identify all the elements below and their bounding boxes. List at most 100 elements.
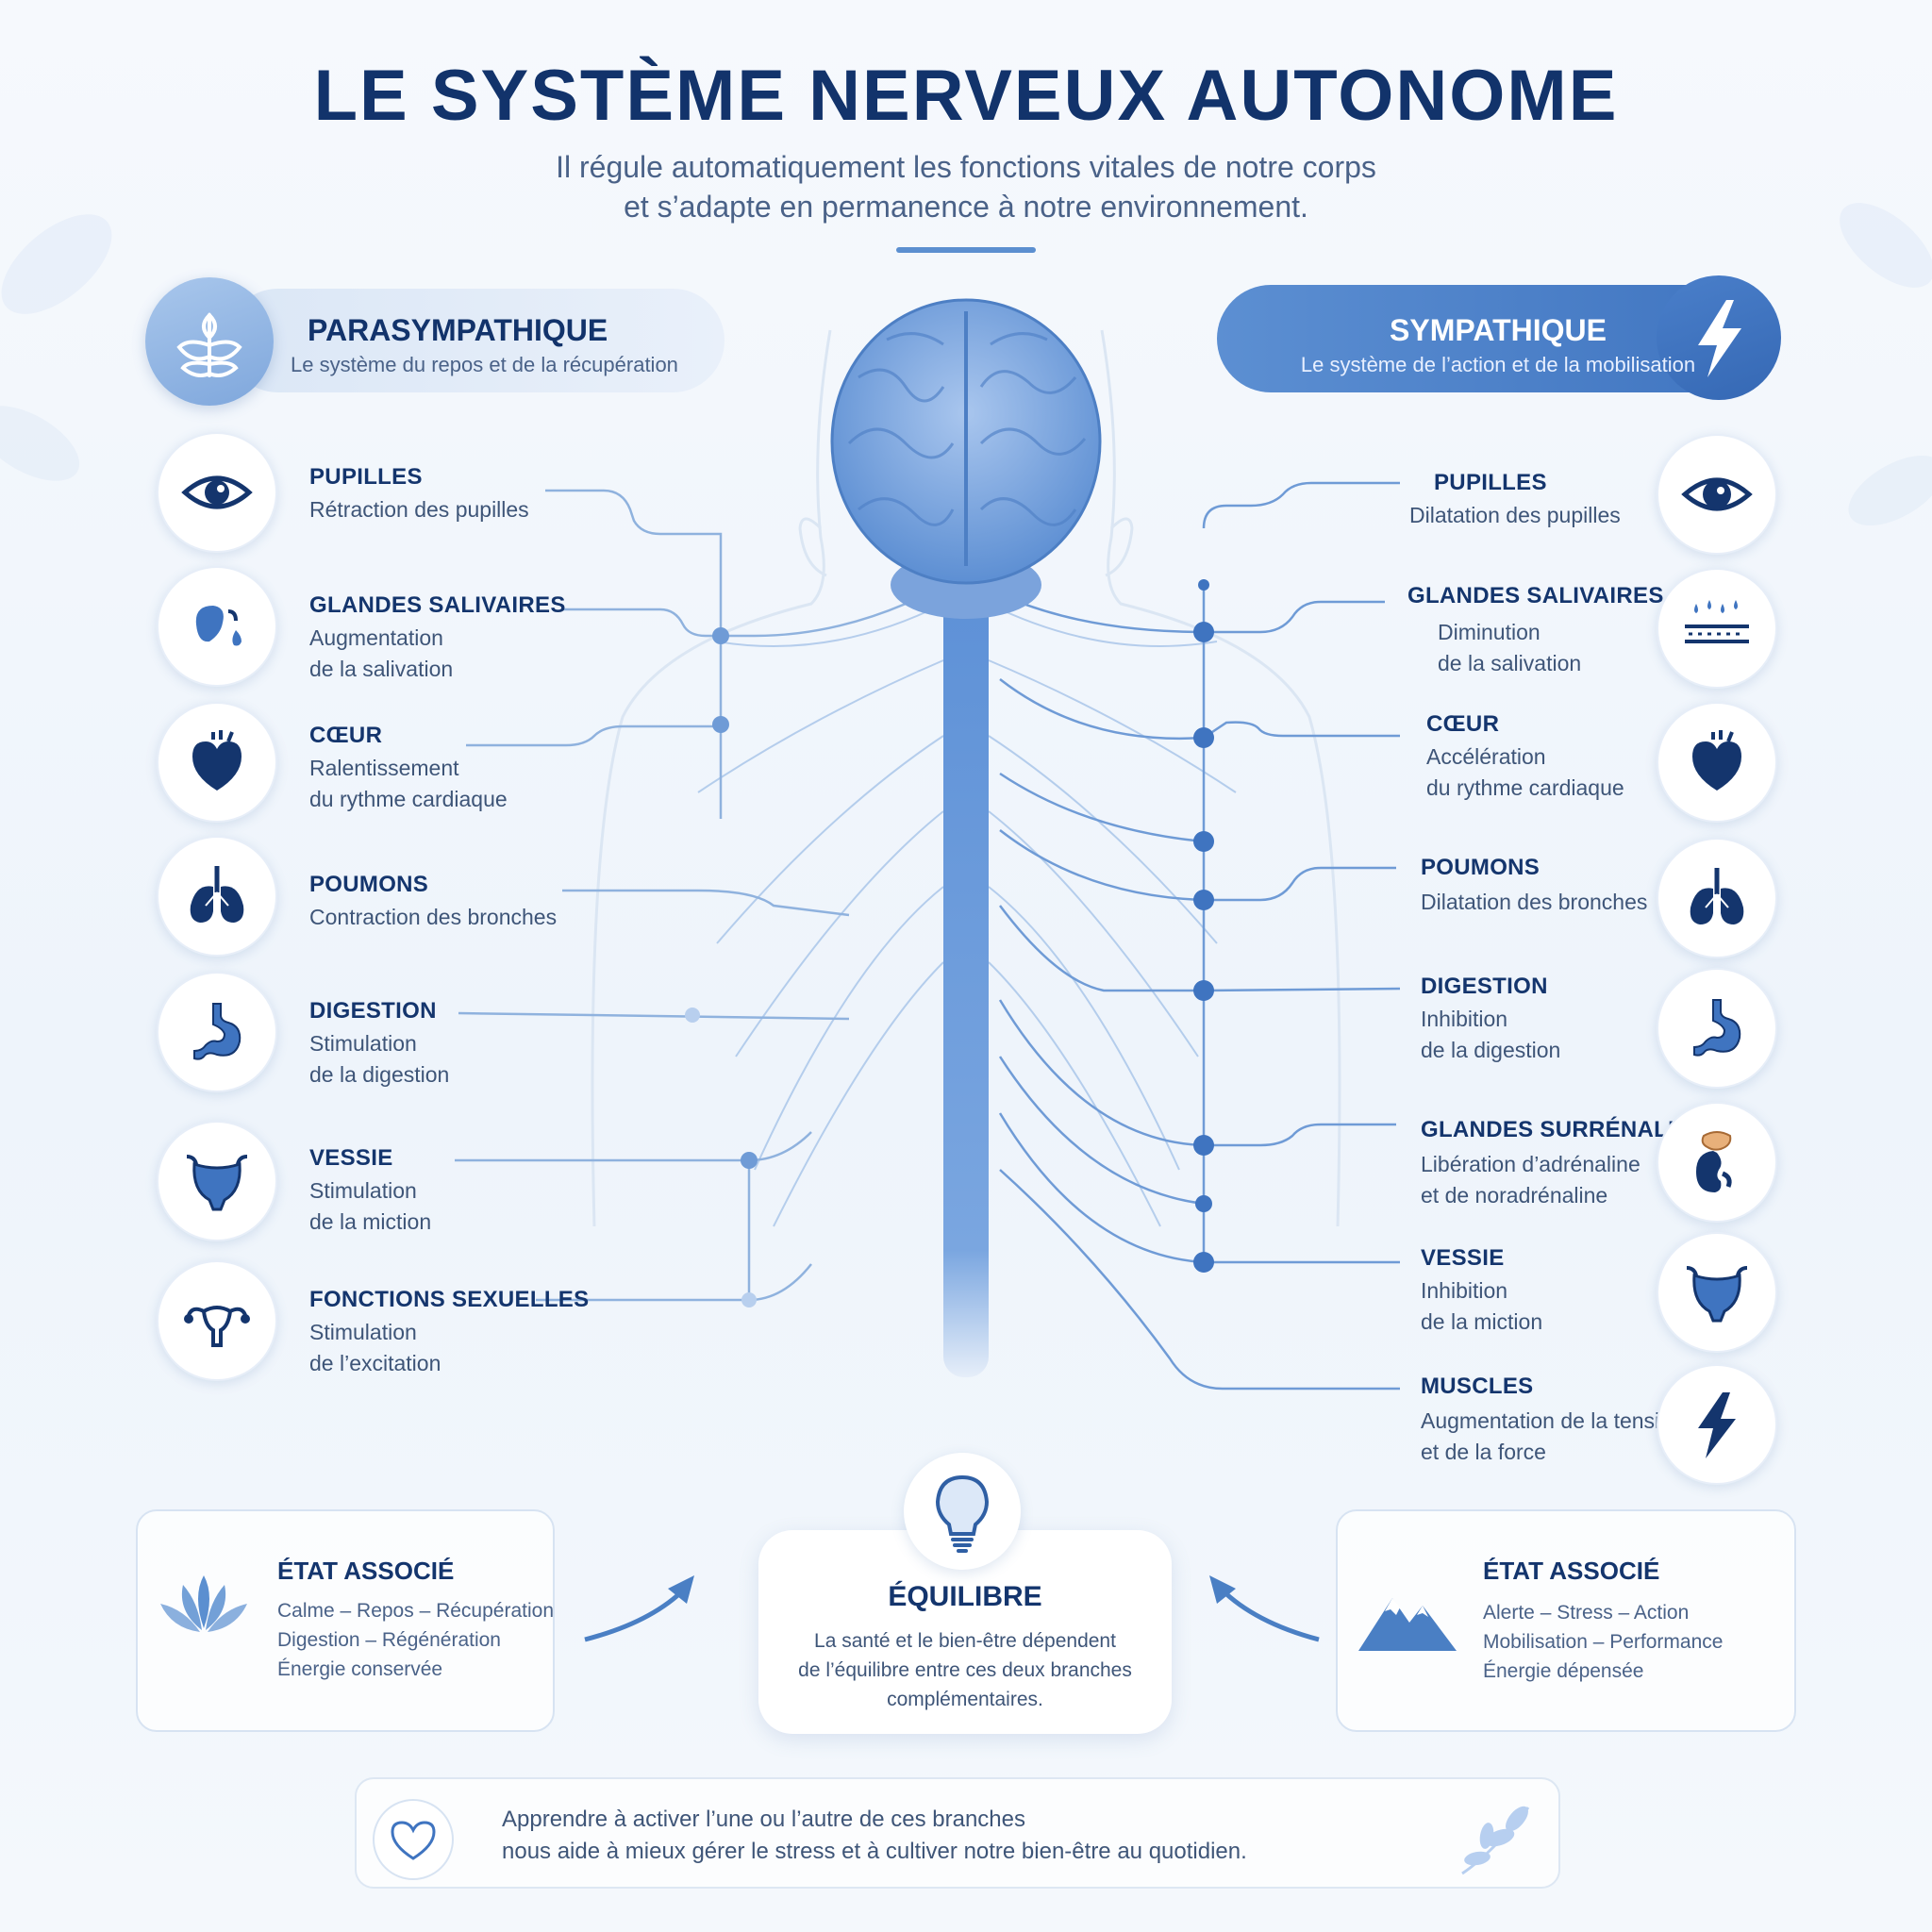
desc-line-1: Stimulation (309, 1178, 417, 1203)
desc-line-2: de la digestion (1421, 1038, 1561, 1062)
nerve-fibers (697, 603, 1237, 1227)
symp-surrenales-desc: Libération d’adrénaline et de noradrénal… (1421, 1149, 1641, 1211)
stomach-icon (157, 972, 277, 1092)
symp-muscles-title: MUSCLES (1421, 1374, 1534, 1399)
eye-icon (157, 432, 277, 553)
desc-line-1: Inhibition (1421, 1007, 1508, 1031)
footer-text: Apprendre à activer l’une ou l’autre de … (502, 1804, 1247, 1868)
para-coeur-desc: Ralentissement du rythme cardiaque (309, 753, 508, 815)
parasympathetic-description: Le système du repos et de la récupératio… (291, 353, 678, 376)
symp-vessie-desc: Inhibition de la miction (1421, 1275, 1542, 1338)
lungs-icon (157, 836, 277, 957)
para-pupilles-title: PUPILLES (309, 464, 423, 490)
text-line-2: de l’équilibre entre ces deux branches (798, 1659, 1132, 1681)
desc-line-2: et de noradrénaline (1421, 1183, 1608, 1208)
symp-digestion-desc: Inhibition de la digestion (1421, 1004, 1560, 1066)
bladder-icon (157, 1121, 277, 1241)
heart-icon (1657, 702, 1777, 823)
page-title: LE SYSTÈME NERVEUX AUTONOME (313, 56, 1619, 136)
desc-line-2: de la salivation (1438, 651, 1582, 675)
desc-line-1: Accélération (1426, 744, 1546, 769)
desc-line-1: Ralentissement (309, 756, 459, 780)
etat-symp-title: ÉTAT ASSOCIÉ (1483, 1557, 1660, 1585)
para-poumons-title: POUMONS (309, 872, 429, 897)
subtitle-line-2: et s’adapte en permanence à notre enviro… (624, 190, 1308, 224)
sympathetic-description: Le système de l’action et de la mobilisa… (1300, 353, 1696, 376)
desc-line-2: de la digestion (309, 1062, 450, 1087)
symp-poumons-title: POUMONS (1421, 855, 1541, 880)
desc-line-1: Stimulation (309, 1320, 417, 1344)
title-underline (896, 247, 1036, 253)
bladder-icon (1657, 1232, 1777, 1353)
para-fonctions-desc: Stimulation de l’excitation (309, 1317, 441, 1379)
text-line-3: complémentaires. (887, 1689, 1043, 1710)
spinal-cord (943, 528, 989, 1377)
etat-symp-text: Alerte – Stress – Action Mobilisation – … (1483, 1598, 1723, 1686)
text-line-2: Mobilisation – Performance (1483, 1631, 1724, 1653)
parasympathetic-nodes (685, 627, 758, 1307)
text-line-2: Digestion – Régénération (277, 1629, 501, 1651)
desc-line-1: Diminution (1438, 620, 1541, 644)
reproductive-icon (157, 1260, 277, 1381)
desc-line-1: Libération d’adrénaline (1421, 1152, 1641, 1176)
desc-line-2: de la salivation (309, 657, 454, 681)
desc-line-2: du rythme cardiaque (1426, 775, 1624, 800)
text-line-1: La santé et le bien-être dépendent (814, 1630, 1116, 1652)
adrenal-gland-icon (1657, 1102, 1777, 1223)
sympathetic-nodes (1193, 579, 1214, 1273)
arrow-right (1219, 1587, 1320, 1642)
brain (830, 298, 1102, 619)
para-digestion-desc: Stimulation de la digestion (309, 1028, 449, 1091)
symp-vessie-title: VESSIE (1421, 1245, 1505, 1271)
page-subtitle: Il régule automatiquement les fonctions … (353, 147, 1579, 226)
text-line-1: Calme – Repos – Récupération (277, 1600, 554, 1622)
stomach-icon (1657, 968, 1777, 1089)
desc-line-1: Rétraction des pupilles (309, 497, 529, 522)
text-line-3: Énergie dépensée (1483, 1660, 1644, 1682)
desc-line-1: Stimulation (309, 1031, 417, 1056)
heart-outline-icon (370, 1796, 457, 1888)
leaf-plant-icon (145, 277, 274, 406)
footer-line-1: Apprendre à activer l’une ou l’autre de … (502, 1807, 1025, 1832)
sympathetic-title: SYMPATHIQUE (1390, 313, 1607, 347)
symp-coeur-title: CŒUR (1426, 711, 1500, 737)
lotus-icon (155, 1570, 253, 1650)
para-fonctions-title: FONCTIONS SEXUELLES (309, 1287, 590, 1312)
desc-line-1: Contraction des bronches (309, 905, 558, 929)
equilibre-text: La santé et le bien-être dépendent de l’… (768, 1626, 1162, 1714)
footer-line-2: nous aide à mieux gérer le stress et à c… (502, 1839, 1247, 1864)
para-poumons-desc: Contraction des bronches (309, 902, 557, 933)
lightbulb-icon (904, 1453, 1021, 1570)
para-glandes-desc: Augmentation de la salivation (309, 623, 453, 685)
desc-line-1: Augmentation (309, 625, 443, 650)
lightning-icon (1657, 275, 1781, 400)
lightning-icon (1657, 1364, 1777, 1485)
desc-line-2: de l’excitation (309, 1351, 441, 1375)
symp-coeur-desc: Accélération du rythme cardiaque (1426, 741, 1624, 804)
body-silhouette (591, 329, 1341, 1227)
desc-line-2: de la miction (1421, 1309, 1543, 1334)
leaf-decoration-icon (1443, 1798, 1547, 1884)
equilibre-title: ÉQUILIBRE (888, 1581, 1042, 1612)
salivary-gland-icon (157, 566, 277, 687)
desc-line-1: Inhibition (1421, 1278, 1508, 1303)
heart-icon (157, 702, 277, 823)
droplets-icon (1657, 568, 1777, 689)
desc-line-1: Dilatation des pupilles (1409, 503, 1621, 527)
desc-line-2: de la miction (309, 1209, 432, 1234)
text-line-3: Énergie conservée (277, 1658, 443, 1680)
symp-digestion-title: DIGESTION (1421, 974, 1548, 999)
etat-para-text: Calme – Repos – Récupération Digestion –… (277, 1596, 554, 1684)
symp-surrenales-title: GLANDES SURRÉNALES (1421, 1117, 1699, 1142)
para-glandes-title: GLANDES SALIVAIRES (309, 592, 566, 618)
eye-icon (1657, 434, 1777, 555)
symp-pupilles-title: PUPILLES (1434, 470, 1547, 495)
desc-line-2: et de la force (1421, 1440, 1546, 1464)
para-digestion-title: DIGESTION (309, 998, 437, 1024)
para-vessie-desc: Stimulation de la miction (309, 1175, 431, 1238)
text-line-1: Alerte – Stress – Action (1483, 1602, 1690, 1624)
para-coeur-title: CŒUR (309, 723, 383, 748)
subtitle-line-1: Il régule automatiquement les fonctions … (556, 150, 1376, 184)
arrow-left (584, 1587, 687, 1642)
